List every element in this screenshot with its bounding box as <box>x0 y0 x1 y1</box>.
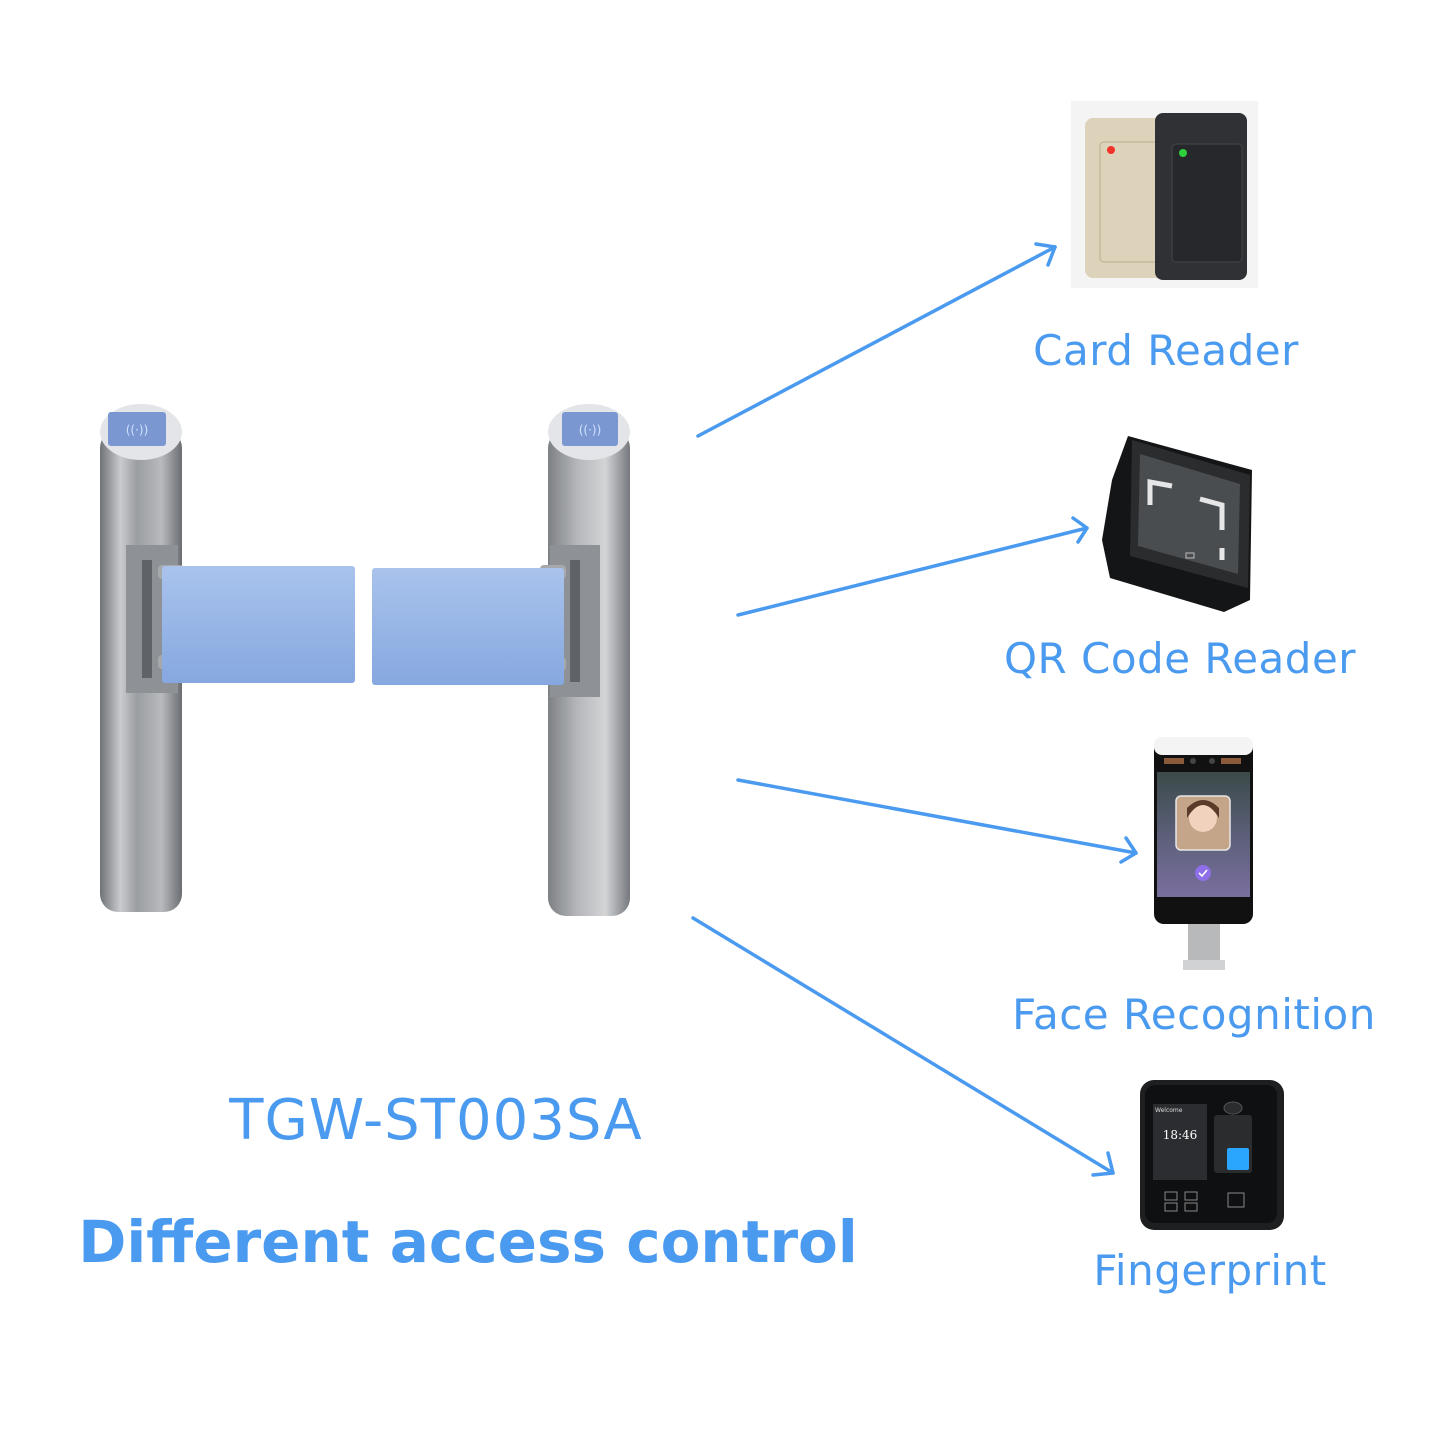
rfid-icon: ((·)) <box>126 423 149 437</box>
right-glass-wing <box>372 568 564 685</box>
turnstile-image: ((·)) ((·)) <box>100 404 630 916</box>
screen-time-text: 18:46 <box>1163 1128 1198 1142</box>
product-tagline: Different access control <box>78 1208 858 1276</box>
red-led <box>1107 146 1115 154</box>
rfid-panel-left <box>108 412 166 446</box>
product-model: TGW-ST003SA <box>229 1088 643 1153</box>
arrow-to-card-reader <box>696 242 1057 438</box>
method-label-fingerprint: Fingerprint <box>1093 1246 1327 1295</box>
beige-card-reader <box>1085 118 1173 278</box>
green-led <box>1179 149 1187 157</box>
method-label-qr-code-reader: QR Code Reader <box>1003 634 1357 683</box>
verified-check-icon <box>1195 865 1211 881</box>
screen-welcome-text: Welcome <box>1155 1107 1183 1114</box>
arrow-to-qr-reader <box>736 516 1089 617</box>
face-recognition-terminal-image <box>1154 737 1253 970</box>
arrow-to-face-recognition <box>736 778 1138 864</box>
rfid-icon: ((·)) <box>579 423 602 437</box>
fingerprint-sensor <box>1227 1148 1249 1170</box>
card-tap-icon <box>1227 1192 1245 1208</box>
fingerprint-screen <box>1153 1104 1207 1180</box>
method-label-face-recognition: Face Recognition <box>1012 990 1376 1039</box>
fingerprint-terminal-image: Welcome 18:46 <box>1140 1080 1284 1230</box>
left-glass-wing <box>162 566 355 683</box>
arrow-to-fingerprint <box>691 916 1115 1177</box>
card-reader-image <box>1071 101 1258 288</box>
qr-code-reader-image <box>1102 436 1252 612</box>
rfid-panel-right <box>562 412 618 446</box>
method-label-card-reader: Card Reader <box>1033 326 1299 375</box>
